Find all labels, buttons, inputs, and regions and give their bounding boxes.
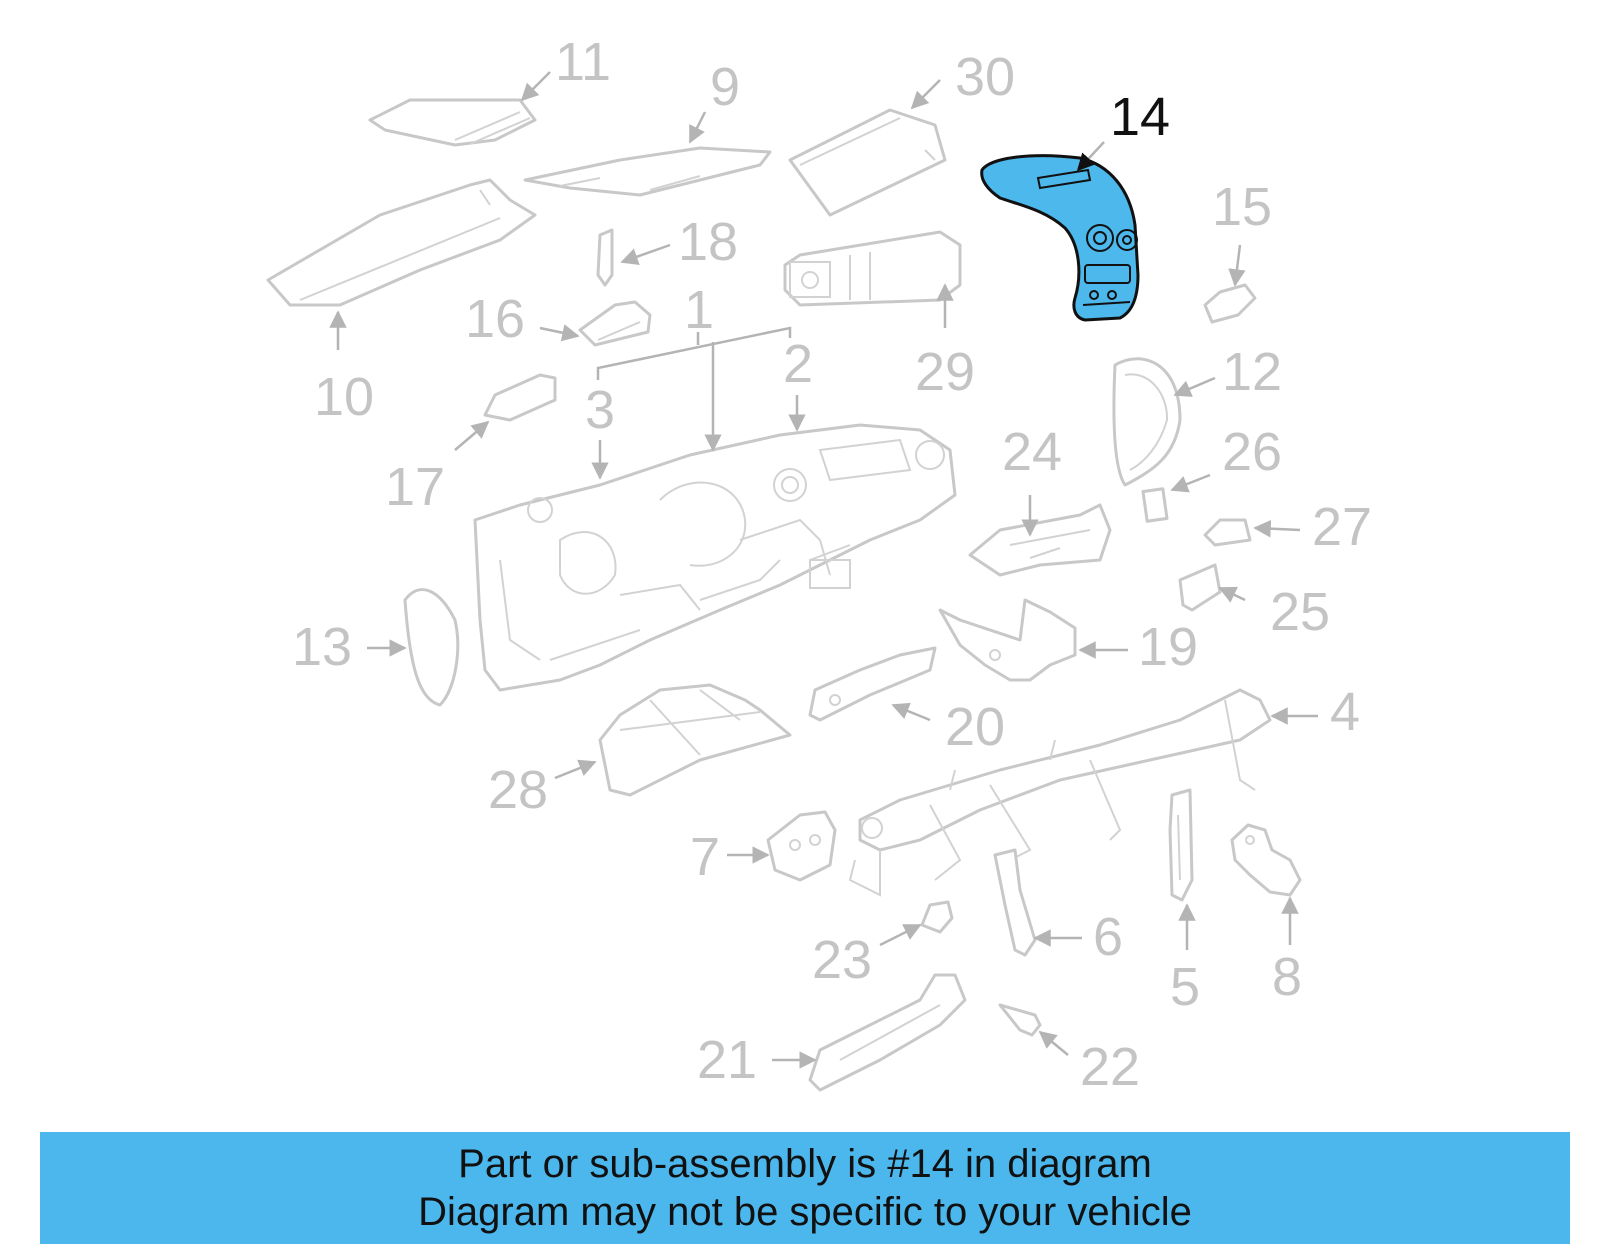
part-6 <box>993 848 1037 957</box>
callout-24: 24 <box>1002 422 1062 482</box>
part-24 <box>968 503 1112 577</box>
callout-13: 13 <box>292 617 352 677</box>
info-banner: Part or sub-assembly is #14 in diagram D… <box>40 1132 1570 1244</box>
part-4-beam <box>848 688 1272 897</box>
part-11 <box>368 98 537 147</box>
part-7 <box>766 810 837 882</box>
callout-labels: 11 9 30 14 15 18 16 1 2 3 10 29 12 17 24… <box>292 32 1372 1097</box>
part-13 <box>403 588 460 707</box>
part-28 <box>598 683 792 797</box>
callout-20: 20 <box>945 697 1005 757</box>
callout-6: 6 <box>1093 907 1123 967</box>
callout-17: 17 <box>385 457 445 517</box>
callout-18: 18 <box>678 212 738 272</box>
part-25 <box>1178 563 1222 612</box>
part-10 <box>266 178 537 307</box>
part-17 <box>483 373 557 422</box>
callout-12: 12 <box>1222 342 1282 402</box>
callout-11: 11 <box>555 32 611 92</box>
part-5 <box>1168 788 1194 902</box>
part-16 <box>578 300 652 347</box>
callout-9: 9 <box>710 57 740 117</box>
part-20 <box>808 646 937 722</box>
part-14-highlighted[interactable] <box>980 154 1140 322</box>
callout-28: 28 <box>488 760 548 820</box>
callout-14: 14 <box>1110 87 1170 147</box>
part-26 <box>1141 487 1169 523</box>
callout-23: 23 <box>812 930 872 990</box>
part-21 <box>808 973 967 1092</box>
parts-diagram: 11 9 30 14 15 18 16 1 2 3 10 29 12 17 24… <box>266 32 1372 1097</box>
part-1-dashboard <box>473 423 957 692</box>
part-8 <box>1230 823 1302 897</box>
part-27 <box>1203 518 1252 547</box>
part-9 <box>523 146 772 197</box>
callout-26: 26 <box>1222 422 1282 482</box>
callout-1: 1 <box>684 280 714 340</box>
leader-lines <box>329 71 1318 1069</box>
callout-16: 16 <box>465 289 525 349</box>
part-12 <box>1112 357 1182 487</box>
callout-4: 4 <box>1330 682 1360 742</box>
callout-5: 5 <box>1170 957 1200 1017</box>
callout-2: 2 <box>783 334 813 394</box>
callout-15: 15 <box>1212 177 1272 237</box>
callout-25: 25 <box>1270 582 1330 642</box>
part-15 <box>1203 283 1257 324</box>
callout-3: 3 <box>585 380 615 440</box>
callout-7: 7 <box>690 827 720 887</box>
part-22 <box>998 1003 1042 1037</box>
part-19 <box>938 598 1077 682</box>
callout-22: 22 <box>1080 1037 1140 1097</box>
callout-29: 29 <box>915 342 975 402</box>
callout-27: 27 <box>1312 497 1372 557</box>
part-18 <box>596 228 614 287</box>
banner-line-disclaimer: Diagram may not be specific to your vehi… <box>418 1190 1192 1234</box>
part-23 <box>920 900 954 934</box>
banner-line-part: Part or sub-assembly is #14 in diagram <box>458 1142 1152 1186</box>
callout-21: 21 <box>697 1030 757 1090</box>
callout-8: 8 <box>1272 947 1302 1007</box>
part-29 <box>783 230 962 307</box>
callout-30: 30 <box>955 47 1015 107</box>
part-30 <box>788 108 947 217</box>
callout-19: 19 <box>1138 617 1198 677</box>
callout-10: 10 <box>314 367 374 427</box>
